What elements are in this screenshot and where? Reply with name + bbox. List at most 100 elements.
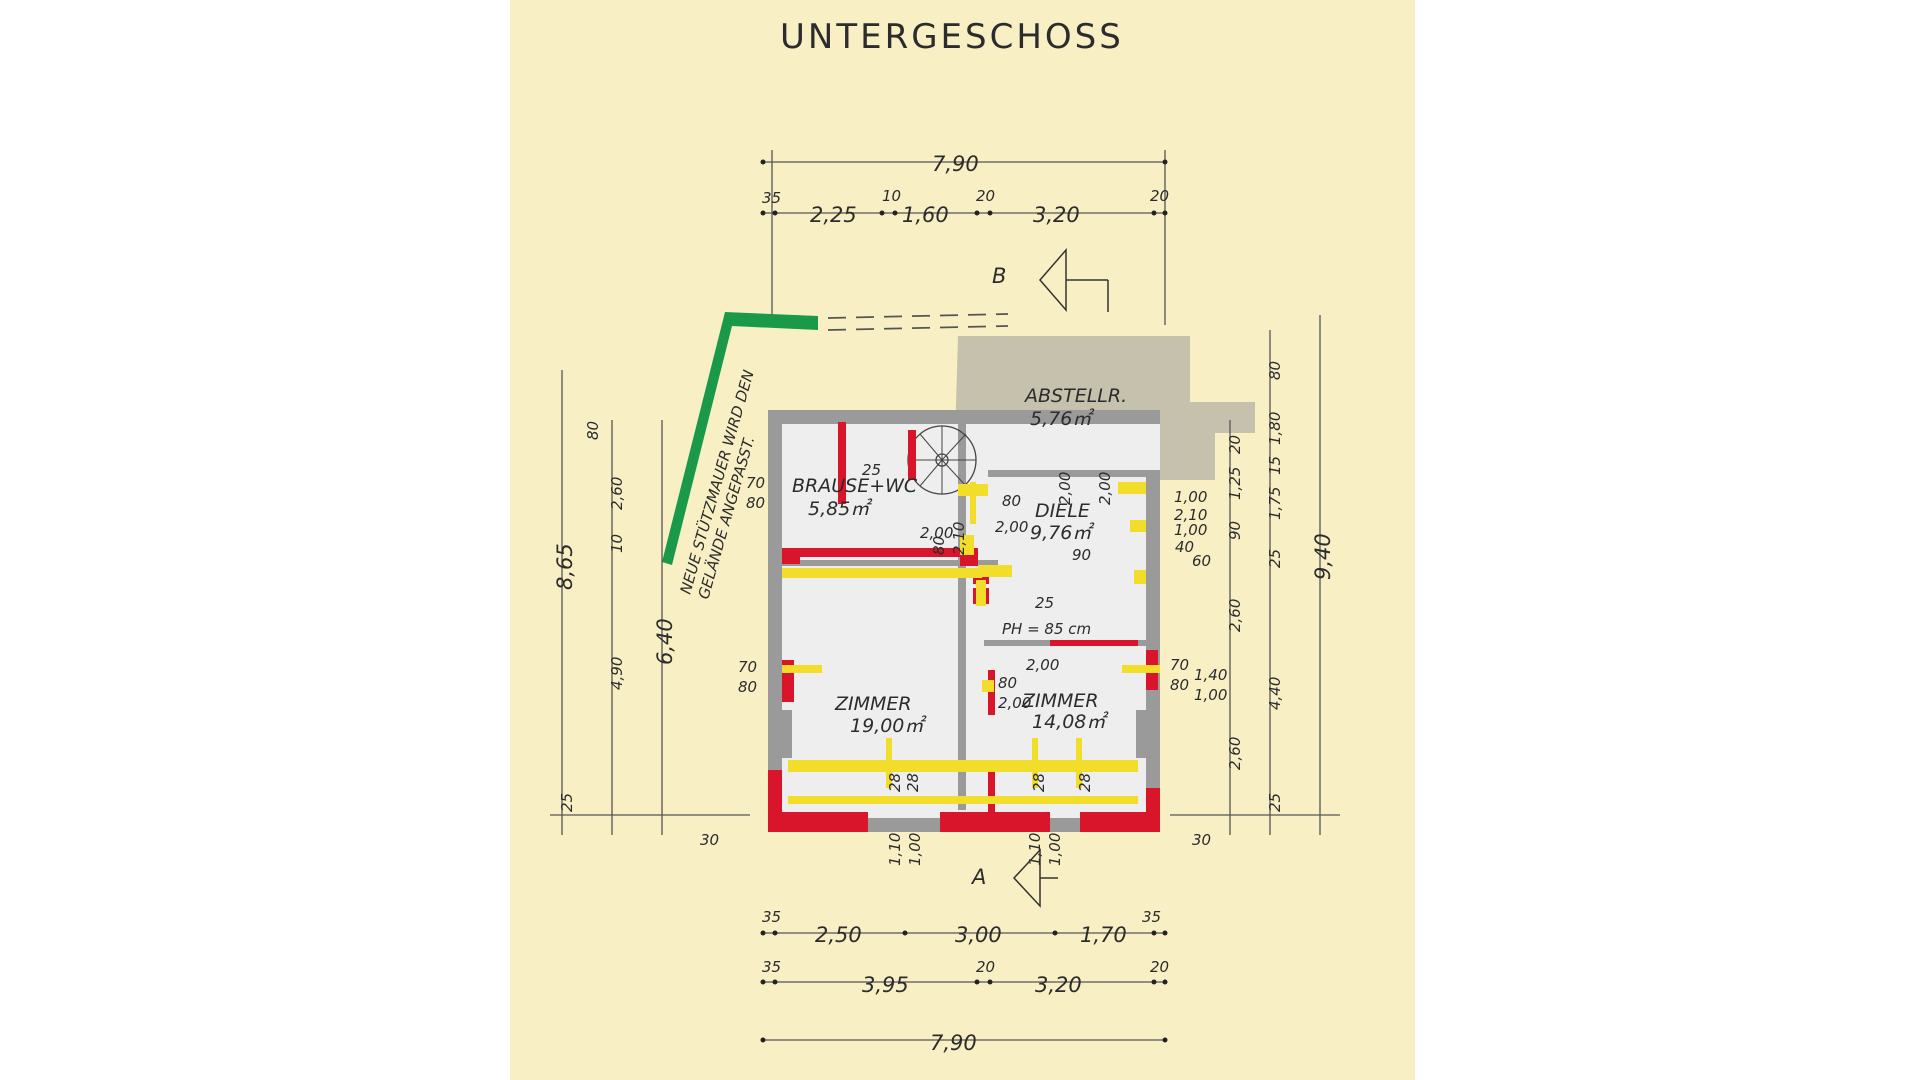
dim-top-4: 1,60	[902, 203, 949, 227]
dim-right-a2: 1,80	[1266, 412, 1284, 445]
diele-right-dim-b: 2,10	[1174, 506, 1207, 524]
diele-mid-dim-a: 90	[1072, 546, 1091, 564]
bottom-dimensions: 35 2,50 3,00 1,70 35 35 3,95 20 3,20 20 …	[760, 908, 1169, 1055]
dim-right-a4: 1,75	[1266, 487, 1284, 520]
dim-bottom-r2-2: 3,95	[862, 973, 909, 997]
right-window-dim-b: 80	[1170, 676, 1189, 694]
dim-left-inner: 6,40	[653, 618, 677, 665]
plan-sheet: UNTERGESCHOSS 7,90 35 2,25 10 1,60 20 3,…	[510, 0, 1415, 1080]
dim-left-overall: 8,65	[553, 543, 577, 590]
bath-window-dim-a: 70	[746, 474, 765, 492]
floor-plan-drawing: UNTERGESCHOSS 7,90 35 2,25 10 1,60 20 3,…	[550, 17, 1340, 1055]
dim-top-3: 10	[882, 187, 901, 205]
room-name-diele: DIELE	[1035, 500, 1090, 522]
room-name-bath: BRAUSE+WC	[792, 475, 918, 497]
dim-right-overall: 9,40	[1311, 533, 1335, 580]
bottom-window-2-dim-a: 1,10	[1026, 833, 1044, 866]
right-dimensions: 9,40 80 1,80 15 1,75 25 4,40 25 20 1,25 …	[1170, 315, 1340, 849]
diele-right-dim-c: 1,00	[1174, 521, 1207, 539]
dim-left-1: 80	[584, 421, 602, 440]
top-dimensions: 7,90 35 2,25 10 1,60 20 3,20 20	[760, 150, 1169, 325]
dim-right-a7: 25	[1266, 793, 1284, 812]
room-name-zimmer-1: ZIMMER	[834, 693, 912, 715]
room-labels: BRAUSE+WC 5,85㎡ ABSTELLR. 5,76㎡ DIELE 9,…	[792, 385, 1127, 737]
room-area-diele: 9,76㎡	[1030, 522, 1095, 544]
dim-bottom-r1-3: 3,00	[955, 923, 1002, 947]
right-window-dim-a: 70	[1170, 656, 1189, 674]
spiral-stair	[907, 425, 977, 495]
dim-bottom-overall: 7,90	[930, 1031, 977, 1055]
zimmer-door-dim-a: 80	[998, 674, 1017, 692]
dim-top-7: 20	[1150, 187, 1169, 205]
right-window-dim-d: 1,00	[1194, 686, 1227, 704]
opening-dimensions: 70 80 70 80 80 2,00 1,00 2,10 1,00 40 60…	[738, 461, 1227, 866]
height-mark-3: 28	[1030, 773, 1048, 792]
dim-right-a6: 4,40	[1266, 677, 1284, 710]
dim-right-b3: 90	[1226, 521, 1244, 540]
dim-left-wall: 30	[700, 831, 719, 849]
dim-right-a5: 25	[1266, 549, 1284, 568]
bath-door-dim-a: 2,00	[920, 524, 953, 542]
height-mark-1: 28	[886, 773, 904, 792]
room-name-storage: ABSTELLR.	[1023, 385, 1127, 407]
stair-mark-1: 25	[862, 461, 881, 479]
stair-mark-2: 25	[1035, 594, 1054, 612]
dim-bottom-r1-4: 1,70	[1080, 923, 1127, 947]
bottom-window-1-dim-b: 1,00	[906, 833, 924, 866]
section-marker-a: A	[970, 848, 1058, 908]
plan-title: UNTERGESCHOSS	[780, 17, 1124, 57]
dim-right-a1: 80	[1266, 361, 1284, 380]
room-area-zimmer-1: 19,00㎡	[850, 715, 927, 737]
zimmer-door-dim-b: 2,00	[998, 694, 1031, 712]
dim-top-5: 20	[976, 187, 995, 205]
section-a-label: A	[970, 865, 986, 889]
right-window-dim-c: 1,40	[1194, 666, 1227, 684]
dim-right-b2: 1,25	[1226, 467, 1244, 500]
diele-right-dim-e: 60	[1192, 552, 1211, 570]
parapet-note: PH = 85 cm	[1002, 620, 1091, 638]
height-mark-4: 28	[1076, 773, 1094, 792]
bottom-window-1-dim-a: 1,10	[886, 833, 904, 866]
diele-right-dim-d: 40	[1175, 538, 1194, 556]
dim-bottom-r2-1: 35	[762, 958, 781, 976]
dim-right-b4: 2,60	[1226, 599, 1244, 632]
room-area-storage: 5,76㎡	[1030, 408, 1095, 430]
section-marker-b: B	[992, 247, 1109, 313]
dim-left-4: 4,90	[608, 657, 626, 690]
dim-right-a3: 15	[1266, 456, 1284, 475]
diele-door-dim-b: 2,00	[995, 518, 1028, 536]
dim-top-2: 2,25	[810, 203, 857, 227]
bath-door-dim-c: 2,10	[950, 522, 968, 555]
dim-bottom-r2-3: 20	[976, 958, 995, 976]
diele-mid-dim-c: 2,00	[1096, 472, 1114, 505]
room-name-zimmer-2: ZIMMER	[1021, 690, 1099, 712]
diele-door-dim-a: 80	[1002, 492, 1021, 510]
height-mark-2: 28	[904, 773, 922, 792]
section-b-label: B	[992, 264, 1006, 288]
diele-mid-dim-b: 2,00	[1056, 472, 1074, 505]
room-area-bath: 5,85㎡	[808, 498, 873, 520]
dim-right-wall: 30	[1192, 831, 1211, 849]
left-window-dim-b: 80	[738, 678, 757, 696]
zimmer-door-dim-c: 2,00	[1026, 656, 1059, 674]
bath-window-dim-b: 80	[746, 494, 765, 512]
storage-hillside-wall	[955, 336, 1255, 480]
new-walls-red	[768, 422, 1160, 832]
dim-bottom-r2-5: 20	[1150, 958, 1169, 976]
dim-right-b1: 20	[1226, 435, 1244, 454]
dim-top-overall: 7,90	[932, 152, 979, 176]
dim-left-3: 10	[608, 534, 626, 553]
dim-bottom-r2-4: 3,20	[1035, 973, 1082, 997]
dim-bottom-r1-1: 35	[762, 908, 781, 926]
dim-bottom-r1-2: 2,50	[815, 923, 862, 947]
dim-top-1: 35	[762, 189, 781, 207]
left-dimensions: 8,65 6,40 80 2,60 10 4,90 25 30	[550, 370, 750, 849]
dim-right-b5: 2,60	[1226, 737, 1244, 770]
dim-left-5: 25	[558, 793, 576, 812]
dim-bottom-r1-5: 35	[1142, 908, 1161, 926]
bath-door-dim-b: 80	[930, 536, 948, 555]
diele-right-dim-a: 1,00	[1174, 488, 1207, 506]
demolition-yellow	[782, 482, 1160, 804]
dim-left-2: 2,60	[608, 477, 626, 510]
left-window-dim-a: 70	[738, 658, 757, 676]
